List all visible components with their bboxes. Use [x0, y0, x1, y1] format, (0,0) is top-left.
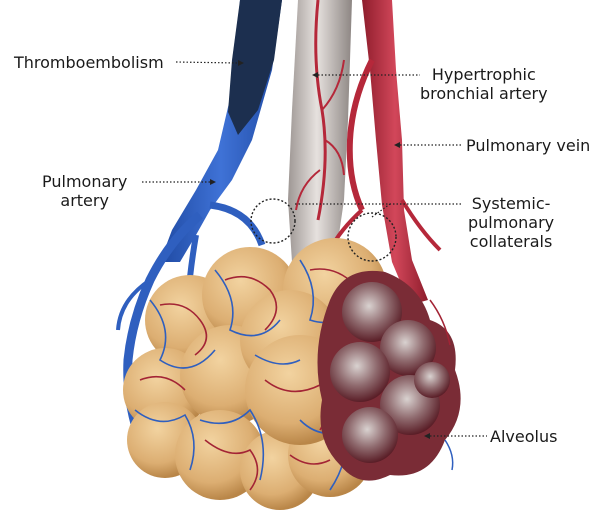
- label-alveolus: Alveolus: [490, 427, 557, 446]
- label-line: Systemic-: [468, 194, 554, 213]
- label-line: Pulmonary: [42, 172, 127, 191]
- bronchus-shape: [288, 0, 352, 262]
- label-pulmonary-artery: Pulmonary artery: [42, 172, 127, 210]
- label-pulmonary-vein: Pulmonary vein: [466, 136, 590, 155]
- label-line: Hypertrophic: [420, 65, 548, 84]
- label-hypertrophic-bronchial-artery: Hypertrophic bronchial artery: [420, 65, 548, 103]
- label-systemic-pulmonary-collaterals: Systemic- pulmonary collaterals: [468, 194, 554, 251]
- label-thromboembolism: Thromboembolism: [14, 53, 164, 72]
- label-line: collaterals: [468, 232, 554, 251]
- alveolus-section: [318, 271, 461, 481]
- label-line: artery: [42, 191, 127, 210]
- label-line: pulmonary: [468, 213, 554, 232]
- label-line: bronchial artery: [420, 84, 548, 103]
- leader-thromboembolism: [176, 62, 238, 63]
